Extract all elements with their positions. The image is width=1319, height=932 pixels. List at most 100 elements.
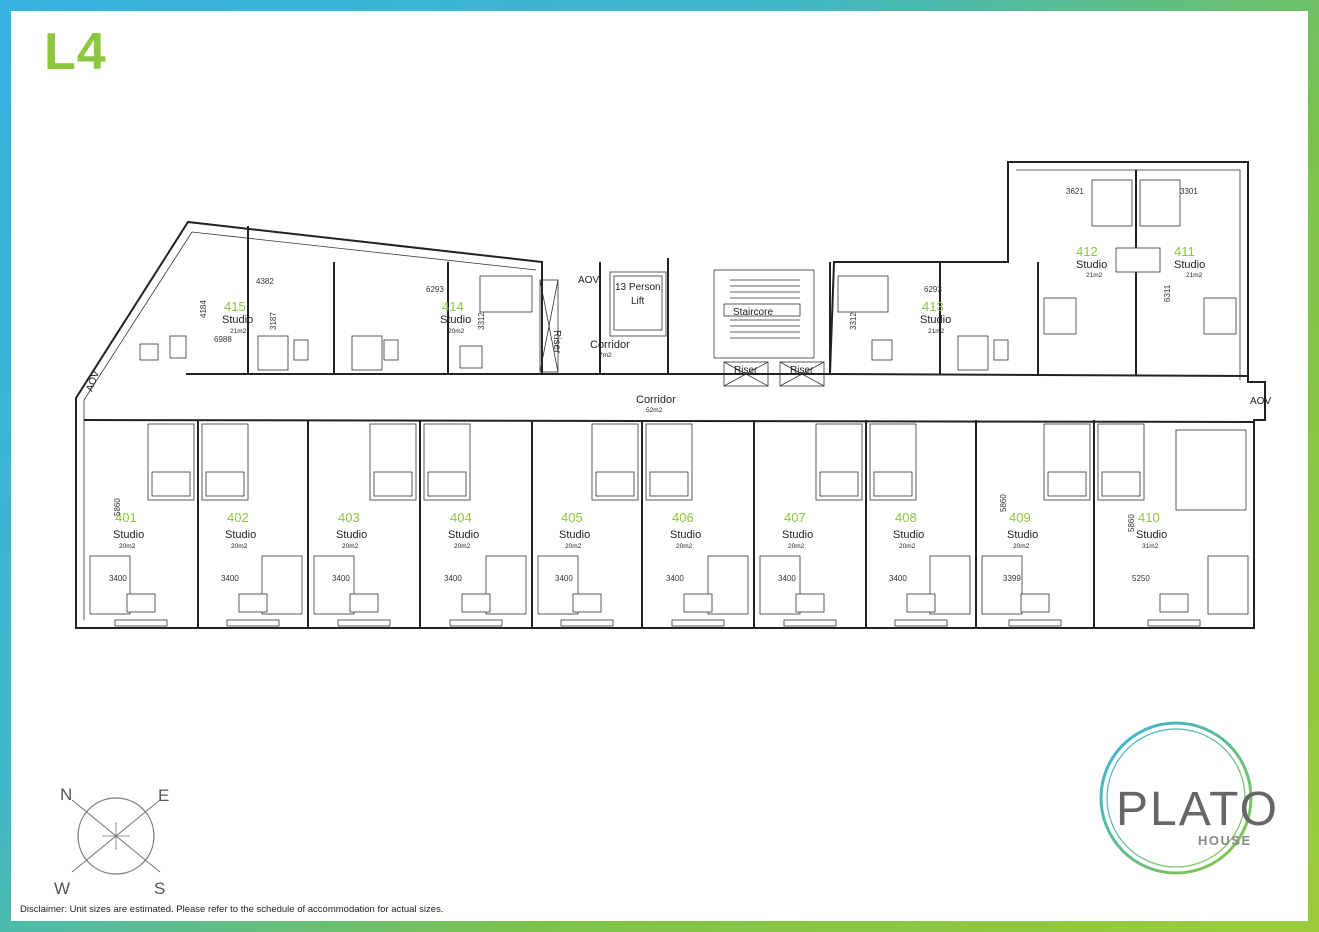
riser-label-2: Riser <box>790 365 814 376</box>
disclaimer-text: Disclaimer: Unit sizes are estimated. Pl… <box>20 904 444 915</box>
bathroom-pod <box>147 423 195 501</box>
lift-label-line2: Lift <box>631 296 645 307</box>
plato-house-logo: PLATO HOUSE <box>1099 721 1277 875</box>
window <box>671 619 725 627</box>
bed <box>537 555 579 615</box>
window <box>114 619 168 627</box>
corridor-upper-area: 7m2 <box>599 352 612 359</box>
upper-dimensions: 4184 6988 4382 3187 6293 3312 6293 3312 … <box>113 187 1198 532</box>
unit-width-dim: 3400 <box>332 574 350 583</box>
unit-area: 20m2 <box>119 543 136 550</box>
unit-area: 21m2 <box>1086 272 1103 279</box>
shower-tray <box>1101 471 1141 497</box>
unit-type: Studio <box>893 529 924 541</box>
bathroom-pod <box>869 423 917 501</box>
unit-number: 412 <box>1076 244 1098 259</box>
desk <box>1159 593 1189 613</box>
bed <box>485 555 527 615</box>
unit-width-dim: 3400 <box>221 574 239 583</box>
unit-number: 408 <box>895 510 917 525</box>
svg-text:5860: 5860 <box>113 498 122 516</box>
desk <box>461 593 491 613</box>
stair-core <box>713 269 815 359</box>
bed <box>981 555 1023 615</box>
bathroom-pod <box>201 423 249 501</box>
lift-car <box>613 275 663 331</box>
unit-type: Studio <box>448 529 479 541</box>
stair-treads <box>723 279 801 339</box>
unit-label-415: 415 Studio 21m2 <box>222 299 253 335</box>
window <box>1008 619 1062 627</box>
bathroom-pod <box>369 423 417 501</box>
unit-type: Studio <box>440 314 471 326</box>
window <box>337 619 391 627</box>
svg-text:3312: 3312 <box>849 312 858 330</box>
bathroom-pod <box>591 423 639 501</box>
unit-number: 405 <box>561 510 583 525</box>
desk <box>349 593 379 613</box>
unit-area: 20m2 <box>899 543 916 550</box>
level-title: L4 <box>44 23 107 81</box>
unit-area: 20m2 <box>676 543 693 550</box>
upper-fixtures <box>139 179 1237 371</box>
window <box>560 619 614 627</box>
staircore-label: Staircore <box>733 307 773 318</box>
unit-width-dim: 3400 <box>109 574 127 583</box>
bathroom-pod <box>645 423 693 501</box>
shower-tray <box>373 471 413 497</box>
unit-label-413: 413 Studio 21m2 <box>920 299 951 335</box>
unit-type: Studio <box>782 529 813 541</box>
desk <box>906 593 936 613</box>
bathroom-pod <box>815 423 863 501</box>
unit-area: 20m2 <box>788 543 805 550</box>
unit-width-dim: 3400 <box>889 574 907 583</box>
unit-area: 31m2 <box>1142 543 1159 550</box>
unit-area: 20m2 <box>454 543 471 550</box>
compass-e: E <box>158 786 169 805</box>
unit-410-bathroom <box>1175 429 1247 511</box>
desk <box>126 593 156 613</box>
lift-label-line1: 13 Person <box>615 282 661 293</box>
svg-text:6311: 6311 <box>1163 284 1172 302</box>
unit-type: Studio <box>1076 259 1107 271</box>
unit-number: 415 <box>224 299 246 314</box>
lower-units: 401Studio20m23400402Studio20m23400403Stu… <box>89 420 1249 628</box>
svg-text:5860: 5860 <box>999 494 1008 512</box>
unit-type: Studio <box>559 529 590 541</box>
unit-type: Studio <box>336 529 367 541</box>
unit-area: 20m2 <box>448 328 465 335</box>
svg-text:6988: 6988 <box>214 335 232 344</box>
bathroom-pod <box>1043 423 1091 501</box>
compass-w: W <box>54 879 70 898</box>
unit-type: Studio <box>113 529 144 541</box>
corridor-main-area: 52m2 <box>646 407 663 414</box>
unit-area: 20m2 <box>565 543 582 550</box>
unit-label-411: 411 Studio 21m2 <box>1174 244 1205 279</box>
bathroom-pod <box>1097 423 1145 501</box>
bed <box>929 555 971 615</box>
logo-sub: HOUSE <box>1198 833 1252 848</box>
unit-type: Studio <box>222 314 253 326</box>
unit-width-dim: 3400 <box>778 574 796 583</box>
corridor-south-wall <box>83 419 1255 423</box>
building-outline <box>75 161 1266 629</box>
unit-number: 404 <box>450 510 472 525</box>
bed <box>261 555 303 615</box>
unit-number: 402 <box>227 510 249 525</box>
unit-area: 21m2 <box>928 328 945 335</box>
unit-number: 414 <box>442 299 464 314</box>
desk <box>795 593 825 613</box>
unit-width-dim: 3400 <box>444 574 462 583</box>
unit-label-412: 412 Studio 21m2 <box>1076 244 1107 279</box>
corridor-main-label: Corridor <box>636 394 676 406</box>
desk <box>572 593 602 613</box>
unit-width-dim: 3399 <box>1003 574 1021 583</box>
